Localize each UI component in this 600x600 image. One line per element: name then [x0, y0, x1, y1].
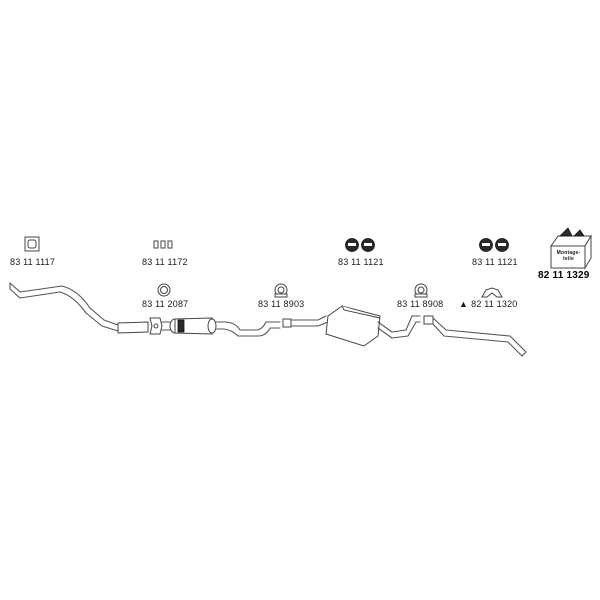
label-bolt-set: 83 11 1172: [142, 257, 188, 267]
middle-pipe: [215, 318, 292, 337]
tail-pipe: [423, 315, 527, 357]
label-mounting-kit: 82 11 1329: [538, 270, 590, 281]
label-clamp-rear: 83 11 8908: [397, 299, 444, 309]
front-flange: [117, 317, 163, 335]
kit-box-text: Montage-teile: [556, 250, 581, 262]
hanger-rear-icon: [479, 238, 509, 252]
label-gasket-square: 83 11 1117: [10, 257, 56, 267]
rear-silencer: [291, 305, 421, 347]
clamp-front-icon: [274, 283, 288, 298]
triangle-marker-icon: ▲: [459, 299, 469, 309]
center-silencer: [161, 317, 217, 335]
mounting-kit-box-icon: [550, 227, 592, 270]
clamp-rear-icon: [414, 283, 428, 298]
label-clamp-front: 83 11 8903: [258, 299, 305, 309]
label-hanger-rear: 83 11 1121: [472, 257, 518, 267]
mount-bracket-icon: [481, 287, 503, 298]
label-mount-bracket: ▲82 11 1320: [459, 299, 518, 309]
square-gasket-icon: [24, 236, 40, 252]
ring-gasket-icon: [157, 283, 171, 297]
hanger-center-icon: [345, 238, 375, 252]
label-mount-bracket-number: 82 11 1320: [471, 299, 518, 309]
bolt-set-icon: [153, 240, 173, 249]
label-ring-gasket: 83 11 2087: [142, 299, 189, 309]
front-pipe: [9, 282, 119, 332]
label-hanger-center: 83 11 1121: [338, 257, 384, 267]
